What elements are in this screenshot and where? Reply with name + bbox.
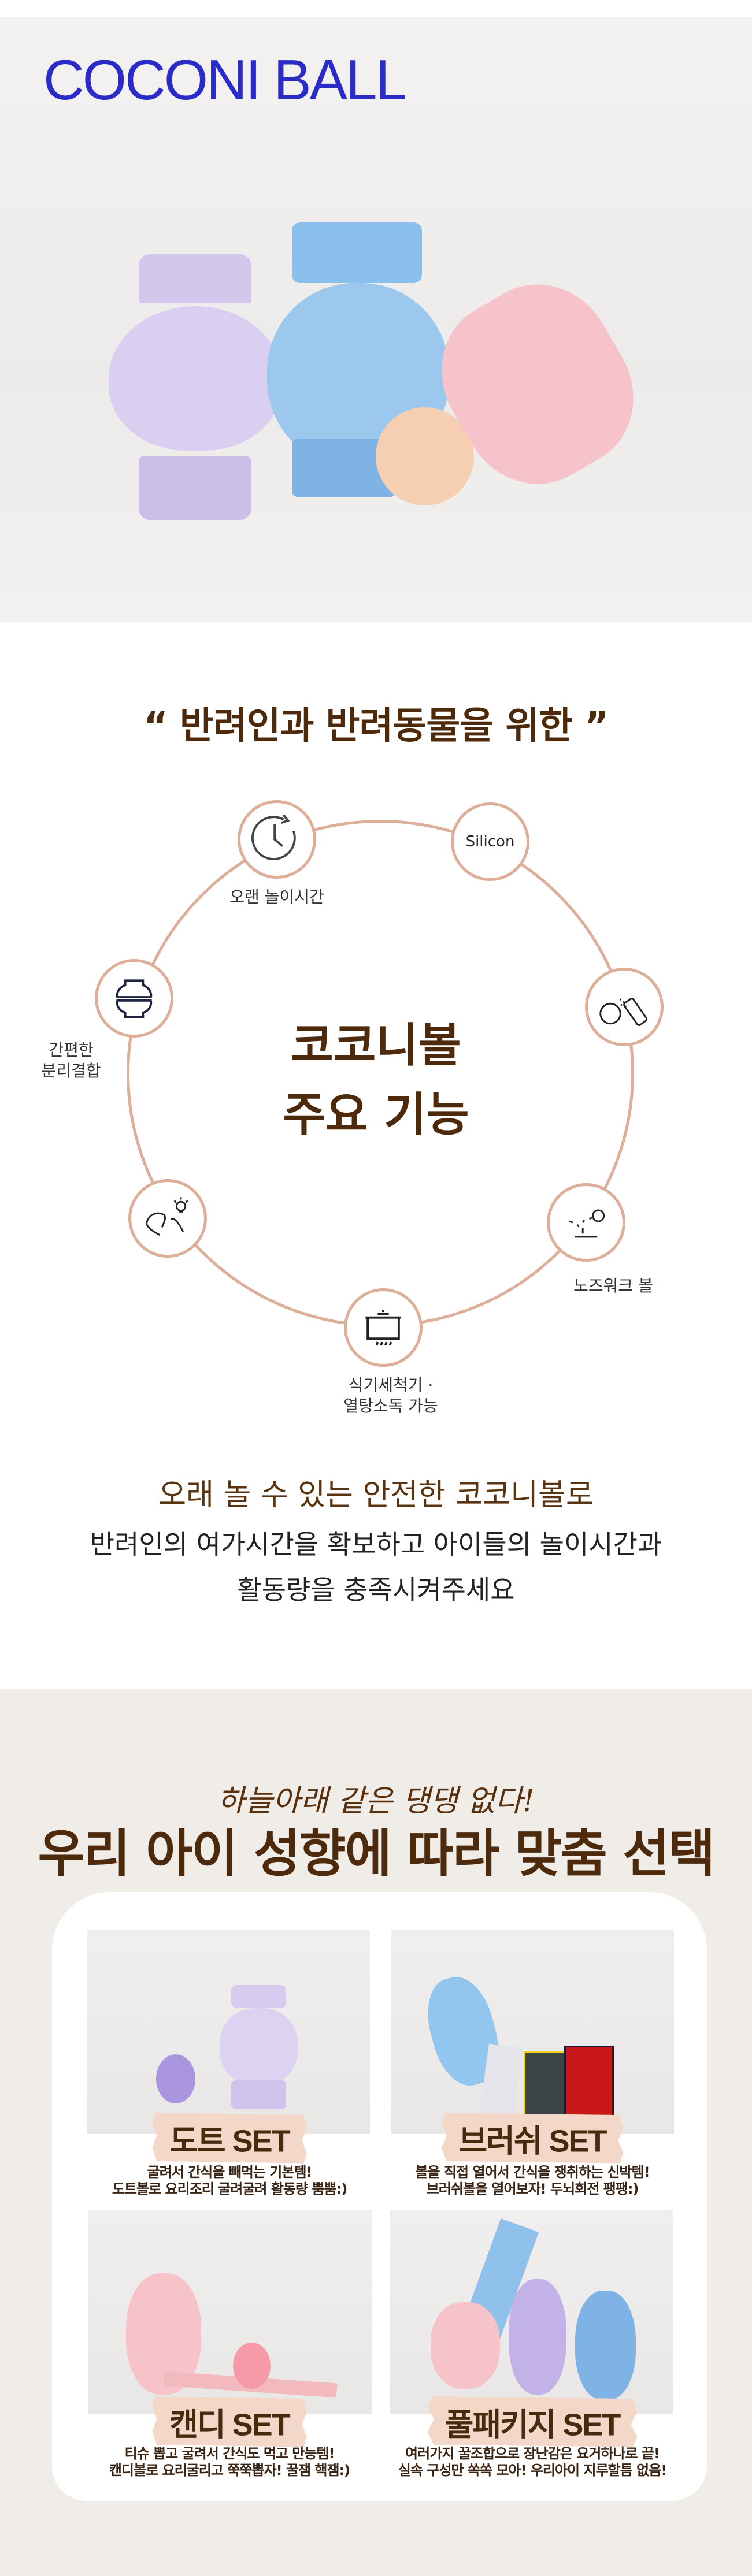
- hero-banner: COCONI BALL: [0, 17, 752, 622]
- desc-line: 캔디볼로 요리굴리고 쭉쭉뽑자! 꿀잼 핵잼:): [109, 2462, 350, 2478]
- intro-headline: 오래 놀 수 있는 안전한 코코니볼로: [158, 1478, 594, 1512]
- feature-label-separable: 간편한 분리결합: [41, 1040, 101, 1082]
- full-package-set-photo[interactable]: [390, 2210, 673, 2414]
- clock-icon: [238, 800, 316, 879]
- desc-line: 도트볼로 요리조리 굴려굴려 활동량 뿜뿜:): [112, 2180, 347, 2197]
- intro-line-2: 반려인의 여가시간을 확보하고 아이들의 놀이시간과: [90, 1529, 662, 1560]
- label-line: 분리결합: [41, 1061, 101, 1081]
- selection-script-subtitle: 하늘아래 같은 댕댕 없다!: [217, 1784, 535, 1819]
- set-label-brush: 브러쉬 SET: [441, 2113, 624, 2164]
- nosework-ball-icon: [547, 1183, 625, 1262]
- desc-line: 티슈 뽑고 굴려서 간식도 먹고 만능템!: [124, 2445, 335, 2462]
- dog-idea-icon: [128, 1179, 207, 1258]
- features-heading: “ 반려인과 반려동물을 위한 ”: [143, 705, 609, 748]
- pot-icon: [344, 1288, 423, 1367]
- set-desc-dot: 굴려서 간식을 빼먹는 기본템! 도트볼로 요리조리 굴려굴려 활동량 뿜뿜:): [112, 2164, 347, 2198]
- set-label-candy: 캔디 SET: [152, 2396, 307, 2447]
- set-label-dot: 도트 SET: [152, 2113, 307, 2164]
- silicon-badge: Silicon: [451, 802, 529, 881]
- set-desc-brush: 볼을 직접 열어서 간식을 쟁취하는 신박템! 브러쉬볼을 열어보자! 두뇌회전…: [415, 2164, 650, 2198]
- desc-line: 여러가지 꿀조합으로 장난감은 요거하나로 끝!: [405, 2445, 660, 2462]
- label-line: 식기세척기 ·: [348, 1376, 434, 1395]
- label-line: 열탕소독 가능: [343, 1396, 438, 1416]
- brush-set-photo[interactable]: [391, 1930, 674, 2134]
- dot-set-photo[interactable]: [87, 1930, 370, 2134]
- separable-ball-icon: [95, 959, 173, 1038]
- spray-bottle-icon: [585, 968, 664, 1046]
- feature-label-playtime: 오랜 놀이시간: [229, 887, 324, 906]
- desc-line: 볼을 직접 열어서 간식을 쟁취하는 신박템!: [415, 2164, 650, 2180]
- desc-line: 실속 구성만 쏙쏙 모아! 우리아이 지루할틈 없음!: [398, 2462, 668, 2478]
- feature-label-dishwasher: 식기세척기 · 열탕소독 가능: [343, 1375, 438, 1417]
- set-desc-candy: 티슈 뽑고 굴려서 간식도 먹고 만능템! 캔디볼로 요리굴리고 쭉쭉뽑자! 꿀…: [109, 2445, 350, 2479]
- candy-set-photo[interactable]: [88, 2210, 372, 2414]
- feature-label-nosework: 노즈워크 볼: [573, 1276, 653, 1295]
- set-desc-full-package: 여러가지 꿀조합으로 장난감은 요거하나로 끝! 실속 구성만 쏙쏙 모아! 우…: [398, 2445, 668, 2479]
- label-line: 간편한: [49, 1040, 94, 1060]
- desc-line: 굴려서 간식을 빼먹는 기본템!: [147, 2164, 313, 2180]
- features-center-title: 코코니볼 주요 기능: [0, 1011, 752, 1150]
- hero-title: COCONI BALL: [43, 48, 407, 111]
- set-label-full-package: 풀패키지 SET: [427, 2396, 638, 2447]
- center-line-1: 코코니볼: [291, 1018, 461, 1072]
- selection-title: 우리 아이 성향에 따라 맞춤 선택: [38, 1824, 716, 1883]
- silicon-label: Silicon: [465, 833, 515, 850]
- desc-line: 브러쉬볼을 열어보자! 두뇌회전 팽팽:): [426, 2180, 639, 2197]
- intro-line-3: 활동량을 충족시켜주세요: [237, 1574, 515, 1605]
- center-line-2: 주요 기능: [283, 1088, 469, 1142]
